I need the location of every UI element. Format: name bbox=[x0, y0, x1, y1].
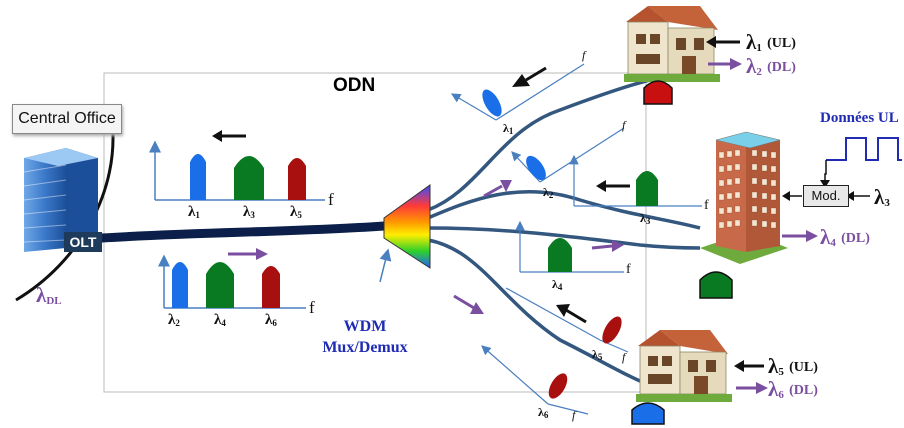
branch1-f: f bbox=[582, 48, 586, 62]
peak-lambda1-icon bbox=[190, 154, 206, 200]
ul-data-waveform bbox=[826, 137, 902, 161]
axis-f-lower: f bbox=[309, 298, 315, 317]
home2-downlink-label: λ6 (DL) bbox=[768, 377, 818, 401]
home1-uplink-label: λ1 (UL) bbox=[746, 30, 796, 54]
peak-lambda5-icon bbox=[288, 158, 306, 200]
branch6-f: f bbox=[572, 408, 576, 422]
branch-fibers bbox=[427, 78, 701, 387]
branch-label-lambda3: λ3 bbox=[640, 211, 651, 226]
axis-label-lambda2: λ2 bbox=[168, 312, 180, 328]
home2-uplink-label: λ5 (UL) bbox=[768, 354, 818, 378]
house-1-icon bbox=[624, 6, 720, 82]
axis-label-lambda3: λ3 bbox=[243, 204, 255, 220]
downlink-spectrum bbox=[158, 248, 306, 309]
branch-label-lambda1: λ1 bbox=[503, 121, 514, 136]
peak-branch-lambda2-icon bbox=[526, 155, 546, 181]
branch-label-lambda4: λ4 bbox=[552, 277, 563, 292]
branch4-spectrum bbox=[515, 220, 624, 273]
axis-label-lambda6: λ6 bbox=[265, 312, 277, 328]
waveform-to-mod-connector bbox=[824, 160, 827, 184]
branch1-spectrum bbox=[450, 63, 585, 121]
apartment-building-icon bbox=[700, 131, 788, 264]
branch3-f: f bbox=[704, 198, 709, 213]
odn-label: ODN bbox=[333, 75, 376, 96]
branch-label-lambda5: λ5 bbox=[592, 347, 603, 362]
branch6-spectrum bbox=[453, 294, 589, 415]
branch2-f: f bbox=[622, 118, 626, 132]
peak-branch-lambda1-icon bbox=[482, 89, 502, 117]
peak-lambda6-icon bbox=[262, 266, 280, 308]
odn-box bbox=[103, 72, 647, 393]
peak-lambda3-icon bbox=[234, 156, 264, 200]
branch5-f: f bbox=[622, 350, 626, 364]
uplink-spectrum bbox=[149, 130, 325, 201]
modulator-box: Mod. bbox=[803, 185, 849, 207]
olt-label: OLT bbox=[64, 232, 102, 252]
branch5-spectrum bbox=[505, 287, 629, 353]
branch-label-lambda6: λ6 bbox=[538, 405, 549, 420]
building-uplink-label: λ3 bbox=[874, 185, 890, 209]
onu-1-icon bbox=[643, 80, 673, 105]
peak-branch-lambda4-icon bbox=[548, 238, 572, 272]
house-2-icon bbox=[636, 330, 732, 402]
branch3-spectrum bbox=[569, 154, 702, 207]
peak-lambda4-icon bbox=[206, 262, 234, 308]
central-office-label: Central Office bbox=[12, 104, 122, 134]
branch2-spectrum bbox=[483, 127, 625, 198]
branch4-f: f bbox=[626, 262, 631, 277]
axis-label-lambda4: λ4 bbox=[214, 312, 226, 328]
peak-lambda2-icon bbox=[172, 262, 188, 308]
peak-branch-lambda3-icon bbox=[636, 171, 658, 206]
axis-label-lambda1: λ1 bbox=[188, 204, 200, 220]
branch-label-lambda2: λ2 bbox=[543, 185, 554, 200]
home1-downlink-label: λ2 (DL) bbox=[746, 54, 796, 78]
feeder-fiber bbox=[97, 221, 389, 243]
wdm-mux-demux bbox=[383, 184, 431, 269]
peak-branch-lambda6-icon bbox=[548, 373, 568, 399]
axis-label-lambda5: λ5 bbox=[290, 204, 302, 220]
donnees-ul-label: Données UL bbox=[820, 110, 899, 126]
onu-building-icon bbox=[699, 271, 733, 299]
onu-2-icon bbox=[631, 402, 665, 425]
axis-f-upper: f bbox=[328, 190, 334, 209]
peak-branch-lambda5-icon bbox=[602, 316, 622, 344]
building-downlink-label: λ4 (DL) bbox=[820, 225, 870, 249]
lambda-dl-label: λDL bbox=[36, 283, 62, 307]
central-office-building-icon bbox=[23, 148, 98, 252]
